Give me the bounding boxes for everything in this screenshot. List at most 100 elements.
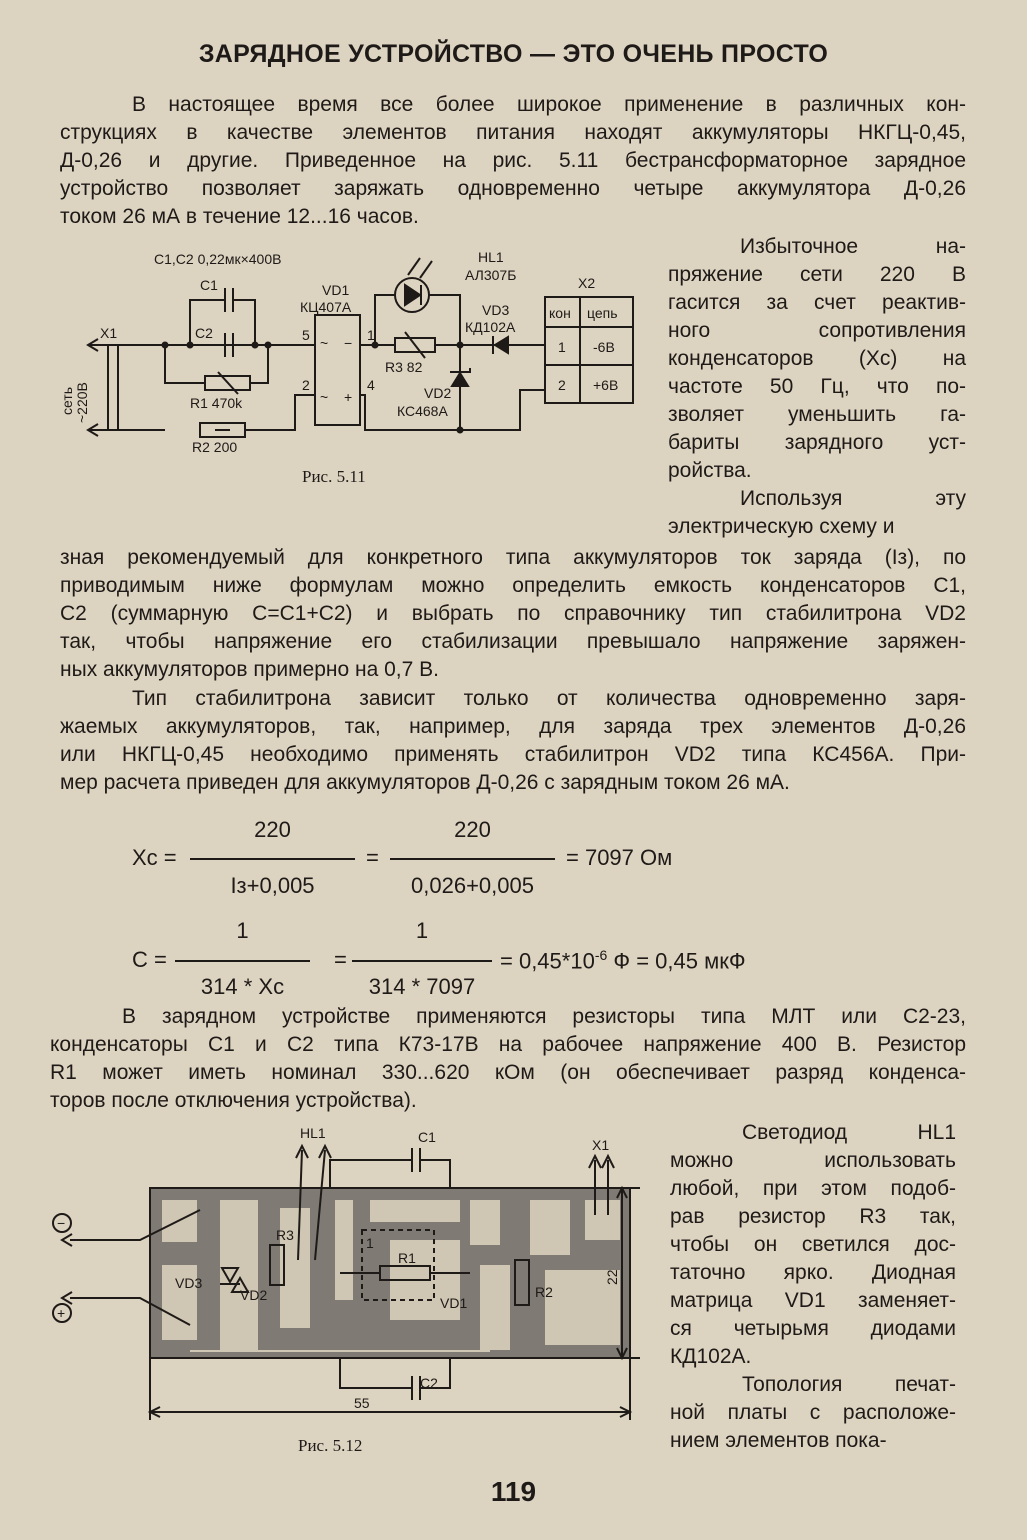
text-line: таточно ярко. Диодная xyxy=(670,1261,956,1284)
pin1-label: 1 xyxy=(367,327,375,343)
text-line: В зарядном устройстве применяются резист… xyxy=(122,1005,966,1028)
text-line: мер расчета приведен для аккумуляторов Д… xyxy=(60,771,790,794)
paragraph-3: Тип стабилитрона зависит только от колич… xyxy=(60,685,966,797)
pin4-label: 4 xyxy=(367,377,375,393)
vd2-label-b: КС468А xyxy=(397,403,448,419)
text-line: устройство позволяет заряжать одновремен… xyxy=(60,177,966,200)
pcb-minus-label: − xyxy=(57,1215,65,1231)
pcb-vd3-label: VD3 xyxy=(175,1275,202,1291)
text-line: гасится за счет реактив- xyxy=(668,291,966,314)
pcb-layout-figure: HL1 С1 С2 Х1 R3 R1 R2 VD3 VD2 VD1 1 − + … xyxy=(52,1125,640,1420)
text-line: КД102А. xyxy=(670,1345,752,1368)
formula2-result-a: = 0,45*10 xyxy=(500,948,595,974)
formula2-den1: 314 * Хс xyxy=(200,974,285,999)
pcb-c1-label: С1 xyxy=(418,1129,436,1145)
formula2-num1: 1 xyxy=(236,918,249,943)
vd1-label-b: КЦ407А xyxy=(300,299,352,315)
mains-label-a: сеть xyxy=(59,387,75,415)
page-title: ЗАРЯДНОЕ УСТРОЙСТВО — ЭТО ОЧЕНЬ ПРОСТО xyxy=(198,40,829,68)
text-line: рав резистор R3 так, xyxy=(670,1205,956,1228)
pcb-c2-label: С2 xyxy=(420,1375,438,1391)
text-line: Используя эту xyxy=(740,487,966,510)
text-line: Тип стабилитрона зависит только от колич… xyxy=(132,687,966,710)
formula2-bar1 xyxy=(175,960,310,962)
text-line: ся четырьмя диодами xyxy=(670,1317,956,1340)
bridge-minus: − xyxy=(344,335,352,351)
formula1-den1: Iз+0,005 xyxy=(230,873,315,898)
paragraph-2: зная рекомендуемый для конкретного типа … xyxy=(60,544,966,684)
text-line: нием элементов пока- xyxy=(670,1429,887,1452)
text-line: любой, при этом подоб- xyxy=(670,1177,956,1200)
side-text-column-2: Светодиод HL1 можно использовать любой, пр… xyxy=(670,1119,956,1455)
text-line: пряжение сети 220 В xyxy=(668,263,966,286)
text-line: частоте 50 Гц, что по- xyxy=(668,375,966,398)
mains-label-b: ~220В xyxy=(74,382,90,423)
formula2-eq: = xyxy=(334,947,347,972)
pcb-height-dim: 22 xyxy=(604,1269,620,1285)
formula1-den2: 0,026+0,005 xyxy=(411,873,534,898)
text-line: бариты зарядного уст- xyxy=(668,431,966,454)
x2-row2-pin: 2 xyxy=(558,377,566,393)
text-line: приводимым ниже формулам можно определит… xyxy=(60,574,966,597)
formula-reactance: Хс = 220 Iз+0,005 = 220 0,026+0,005 = 70… xyxy=(0,812,1027,902)
pcb-r2-label: R2 xyxy=(535,1284,553,1300)
text-line: R1 может иметь номинал 330...620 кОм (он… xyxy=(50,1061,966,1084)
circuit-schematic-figure: С1,С2 0,22мк×400В С1 С2 Х1 сеть ~220В R1… xyxy=(59,249,634,455)
pcb-vd1-label: VD1 xyxy=(440,1295,467,1311)
mains-label: сеть ~220В xyxy=(59,382,90,423)
text-line: так, чтобы напряжение его стабилизации п… xyxy=(60,630,966,653)
pcb-x1-label: Х1 xyxy=(592,1137,609,1153)
text-line: ных аккумуляторов примерно на 0,7 В. xyxy=(60,658,439,681)
formula2-result-exp: -6 xyxy=(594,947,608,963)
formula1-num2: 220 xyxy=(454,817,491,842)
c12-label: С1,С2 0,22мк×400В xyxy=(154,251,281,267)
x1-label: Х1 xyxy=(100,325,117,341)
text-line: Топология печат- xyxy=(742,1373,956,1396)
x2-header-net: цепь xyxy=(587,305,618,321)
text-line: матрица VD1 заменяет- xyxy=(670,1289,956,1312)
intro-paragraph: В настоящее время все более широкое прим… xyxy=(60,91,966,231)
bridge-tilde-1: ~ xyxy=(320,335,328,351)
c1-label: С1 xyxy=(200,277,218,293)
formula1-bar1 xyxy=(190,858,355,860)
text-line: С2 (суммарную С=С1+С2) и выбрать по спра… xyxy=(60,602,966,625)
formula2-num2: 1 xyxy=(415,918,429,943)
text-line: Светодиод HL1 xyxy=(742,1121,956,1144)
formula2-result-b: Ф = 0,45 мкФ xyxy=(607,948,746,974)
text-line: чтобы он светился дос- xyxy=(670,1233,956,1256)
text-line: В настоящее время все более широкое прим… xyxy=(132,93,966,116)
formula1-num1: 220 xyxy=(254,817,291,842)
r1-label: R1 470k xyxy=(190,395,243,411)
hl1-label-a: HL1 xyxy=(478,249,504,265)
text-line: Д-0,26 и другие. Приведенное на рис. 5.1… xyxy=(60,149,966,172)
c2-label: С2 xyxy=(195,325,213,341)
figure-caption-5-12: Рис. 5.12 xyxy=(298,1436,363,1455)
hl1-label-b: АЛ307Б xyxy=(465,267,516,283)
formula1-lhs: Хс = xyxy=(132,845,177,870)
formula1-eq: = xyxy=(366,845,379,870)
x2-label: Х2 xyxy=(578,275,595,291)
x2-row2-net: +6В xyxy=(593,377,618,393)
formula2-bar2 xyxy=(352,960,492,962)
bridge-plus: + xyxy=(344,389,352,405)
pcb-vd2-label: VD2 xyxy=(240,1287,267,1303)
formula2-result: = 0,45*10-6 Ф = 0,45 мкФ xyxy=(500,947,746,974)
vd3-label-b: КД102А xyxy=(465,319,516,335)
bridge-tilde-2: ~ xyxy=(320,389,328,405)
pin5-label: 5 xyxy=(302,327,310,343)
text-line: ного сопротивления xyxy=(668,319,966,342)
text-line: струкциях в качестве элементов питания н… xyxy=(60,121,966,144)
x2-header-pin: кон xyxy=(549,305,571,321)
text-line: можно использовать xyxy=(670,1149,956,1172)
x2-row1-pin: 1 xyxy=(558,339,566,355)
pcb-plus-label: + xyxy=(57,1305,65,1321)
paragraph-4: В зарядном устройстве применяются резист… xyxy=(50,1003,966,1115)
formula-capacitance: С = 1 314 * Хс = 1 314 * 7097 = 0,45*10-… xyxy=(0,915,1027,1005)
page-number: 119 xyxy=(490,1476,537,1507)
text-line: конденсаторов (Хс) на xyxy=(668,347,966,370)
figure-caption-5-11: Рис. 5.11 xyxy=(302,467,366,486)
text-line: током 26 мА в течение 12...16 часов. xyxy=(60,205,419,228)
text-line: ройства. xyxy=(668,459,752,482)
